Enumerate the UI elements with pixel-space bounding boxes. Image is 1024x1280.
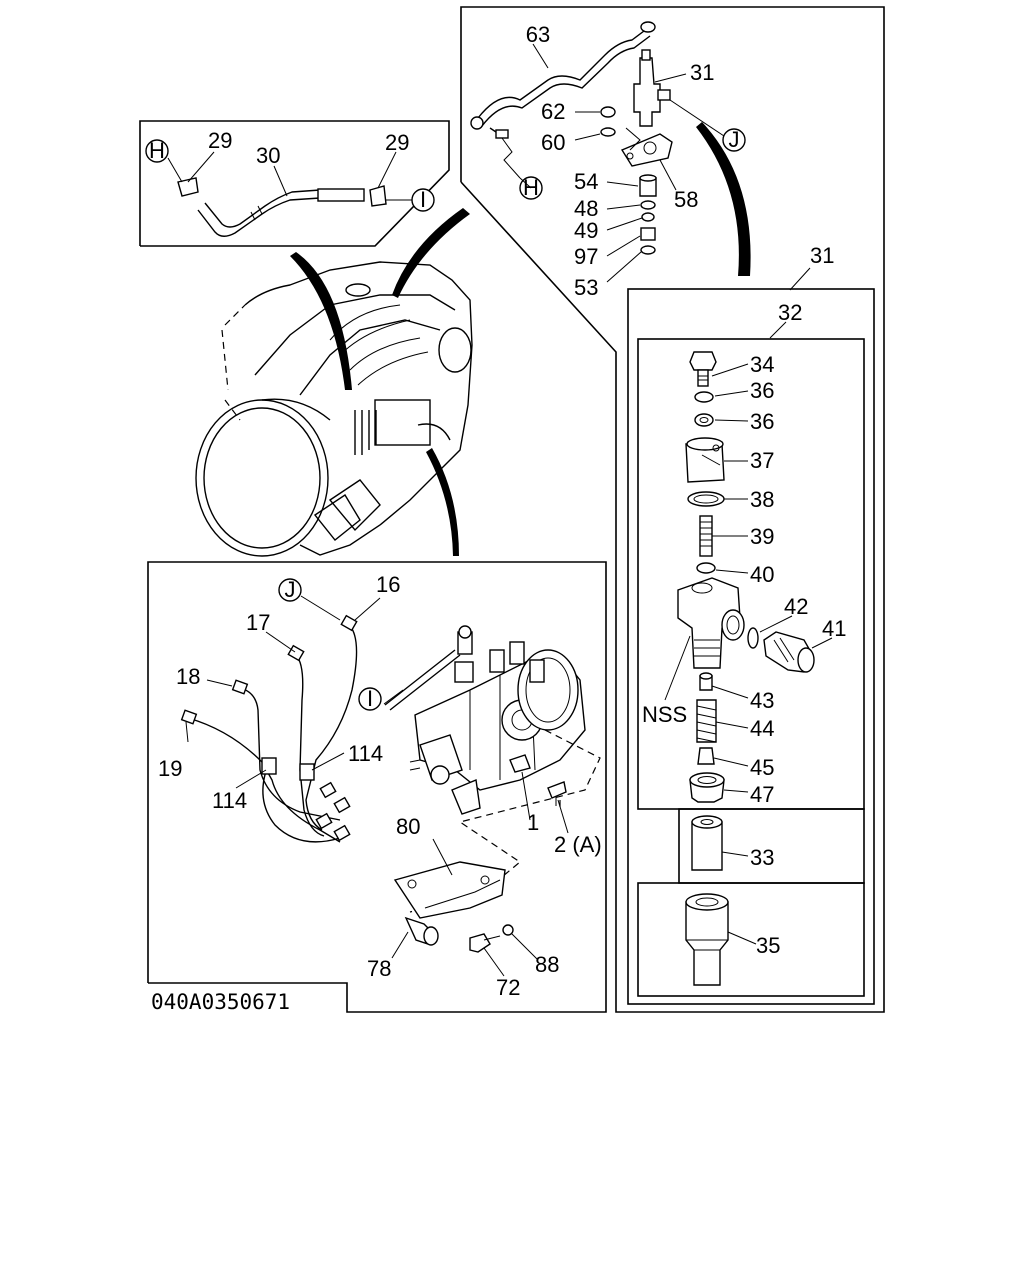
callout-32: 32 (778, 300, 802, 325)
callout-72: 72 (496, 975, 520, 1000)
injection-pump-drawing (180, 614, 601, 953)
callout-41: 41 (822, 616, 846, 641)
callout-53: 53 (574, 275, 598, 300)
callout-40: 40 (750, 562, 774, 587)
svg-text:J: J (285, 577, 296, 602)
callout-2a: 2 (A) (554, 832, 602, 857)
callout-78: 78 (367, 956, 391, 981)
callout-36-lower: 36 (750, 409, 774, 434)
svg-text:I: I (367, 686, 373, 711)
svg-text:I: I (420, 187, 426, 212)
callout-17: 17 (246, 610, 270, 635)
ref-marker-j-top: J (722, 127, 746, 152)
callout-19: 19 (158, 756, 182, 781)
ref-marker-h-left: H (145, 138, 169, 163)
callout-30: 30 (256, 143, 280, 168)
leader-lines (167, 43, 833, 977)
callout-54: 54 (574, 169, 598, 194)
leader-swooshes (290, 122, 751, 556)
svg-text:J: J (729, 127, 740, 152)
callout-42: 42 (784, 594, 808, 619)
callout-38: 38 (750, 487, 774, 512)
reference-markers: H J H I J I (145, 127, 746, 711)
callout-114-right: 114 (348, 741, 383, 766)
callout-88: 88 (535, 952, 559, 977)
callout-33: 33 (750, 845, 774, 870)
callout-80: 80 (396, 814, 420, 839)
callout-47: 47 (750, 782, 774, 807)
callout-44: 44 (750, 716, 774, 741)
callout-43: 43 (750, 688, 774, 713)
svg-text:H: H (149, 138, 165, 163)
callout-16: 16 (376, 572, 400, 597)
callout-48: 48 (574, 196, 598, 221)
callout-18: 18 (176, 664, 200, 689)
callout-34: 34 (750, 352, 774, 377)
ref-marker-i-left: I (411, 187, 435, 212)
callout-62: 62 (541, 99, 565, 124)
callout-31-injector: 31 (690, 60, 714, 85)
callout-1: 1 (527, 810, 539, 835)
callout-37: 37 (750, 448, 774, 473)
injector-pipe-drawing (470, 21, 673, 255)
leak-off-hose-drawing (177, 177, 387, 237)
callout-114-left: 114 (212, 788, 247, 813)
nozzle-holder-drawing (677, 351, 815, 986)
callout-31-box: 31 (810, 243, 834, 268)
drawing-number: 040A0350671 (151, 990, 290, 1014)
callout-63: 63 (526, 22, 550, 47)
callout-58: 58 (674, 187, 698, 212)
ref-marker-j-bottom: J (278, 577, 302, 602)
callout-29-left: 29 (208, 128, 232, 153)
callout-29-right: 29 (385, 130, 409, 155)
callout-49: 49 (574, 218, 598, 243)
callout-35: 35 (756, 933, 780, 958)
callout-39: 39 (750, 524, 774, 549)
engine-overview-drawing (195, 261, 473, 557)
callout-nss: NSS (642, 702, 687, 727)
callout-60: 60 (541, 130, 565, 155)
callout-45: 45 (750, 755, 774, 780)
callout-97: 97 (574, 244, 598, 269)
ref-marker-i-bottom: I (358, 686, 382, 711)
callout-labels: 63 31 62 60 54 58 48 49 97 53 31 32 34 3… (158, 22, 846, 1000)
callout-36-upper: 36 (750, 378, 774, 403)
panel-frames (139, 6, 885, 1013)
